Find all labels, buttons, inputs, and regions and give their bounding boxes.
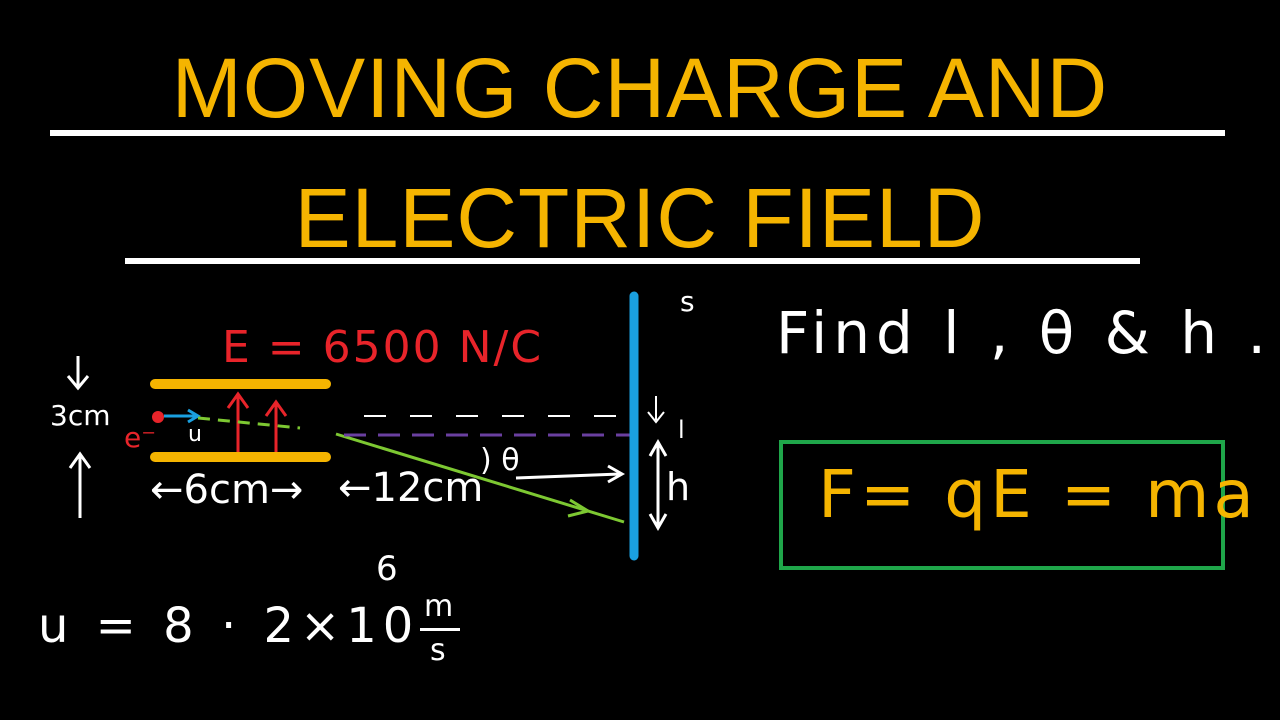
inner-trajectory <box>197 416 301 430</box>
plate-gap-label: 3cm <box>50 399 111 432</box>
velocity-unit-bar <box>420 628 460 631</box>
velocity-unit-numerator: m <box>424 589 454 624</box>
force-formula: F= qE = ma <box>818 456 1258 533</box>
deflection-arrow <box>647 396 665 424</box>
title-divider-bottom <box>125 258 1140 264</box>
velocity-unit-denominator: s <box>430 633 446 668</box>
velocity-arrow <box>164 408 201 424</box>
velocity-symbol: u <box>188 422 202 447</box>
screen-label: s <box>680 285 695 318</box>
title-divider-top <box>50 130 1225 136</box>
field-arrows <box>226 391 288 452</box>
height-label: h <box>666 465 691 509</box>
initial-velocity: u = 8 · 2×10 <box>38 598 420 654</box>
velocity-exponent: 6 <box>376 549 398 589</box>
outer-trajectory <box>335 432 625 524</box>
title-line-2: ELECTRIC FIELD <box>294 171 986 265</box>
gap-arrows <box>66 356 92 518</box>
angle-label: ) θ <box>480 443 520 478</box>
electron <box>152 411 164 423</box>
electron-label: e⁻ <box>124 421 157 454</box>
find-question: Find l , θ & h . <box>776 299 1272 367</box>
title-line-1: MOVING CHARGE AND <box>171 41 1109 135</box>
screen-distance-arrow <box>515 464 626 484</box>
formula-box <box>779 440 1225 570</box>
deflection-label: l <box>678 416 685 444</box>
height-arrow <box>648 438 668 532</box>
plate-length-label: ←6cm→ <box>150 467 304 513</box>
field-strength-label: E = 6500 N/C <box>222 322 544 373</box>
screen-distance-label: ←12cm <box>338 465 484 511</box>
